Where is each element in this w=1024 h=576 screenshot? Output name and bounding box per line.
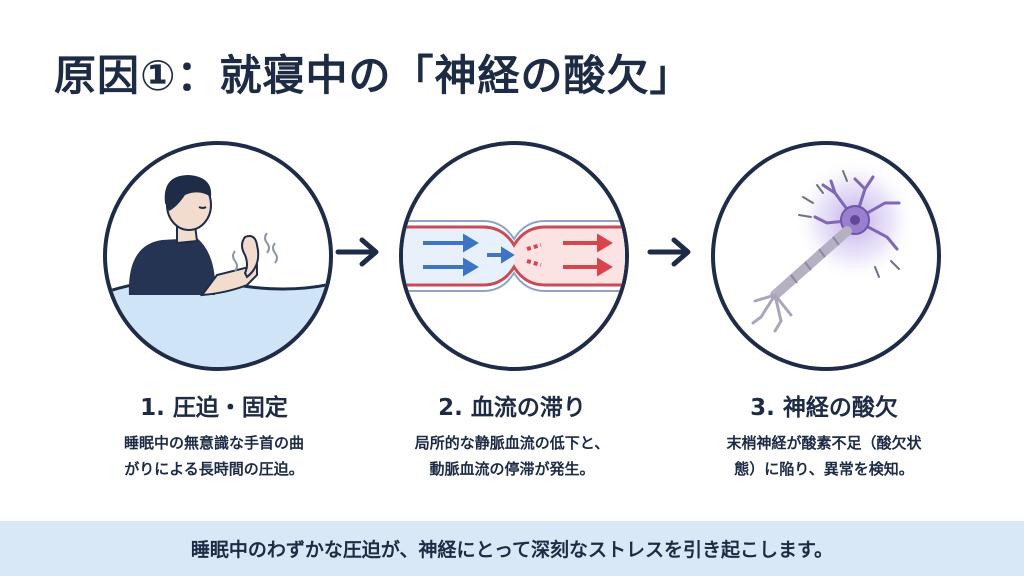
step-2-heading: 2. 血流の滞り [438, 395, 586, 421]
step-3-line-2: 態）に陥り、異常を検知。 [734, 460, 914, 478]
step-3-heading: 3. 神経の酸欠 [750, 395, 898, 421]
footer-text: 睡眠中のわずかな圧迫が、神経にとって深刻なストレスを引き起こします。 [190, 539, 834, 561]
page-title: 原因①：就寝中の「神経の酸欠」 [54, 51, 693, 100]
step-1-description: 睡眠中の無意識な手首の曲 がりによる長時間の圧迫。 [64, 430, 364, 482]
step-2-description: 局所的な静脈血流の低下と、 動脈血流の停滞が発生。 [362, 430, 662, 482]
step-1-line-2: がりによる長時間の圧迫。 [124, 460, 304, 478]
illustration-blood-vessel [399, 141, 629, 371]
step-1-heading: 1. 圧迫・固定 [140, 395, 288, 421]
arrow-right-icon [335, 237, 379, 267]
step-2-line-2: 動脈血流の停滞が発生。 [429, 460, 595, 478]
step-1-line-1: 睡眠中の無意識な手首の曲 [123, 434, 304, 452]
footer-banner: 睡眠中のわずかな圧迫が、神経にとって深刻なストレスを引き起こします。 [0, 521, 1024, 576]
arrow-right-icon [647, 237, 691, 267]
step-3-line-1: 末梢神経が酸素不足（酸欠状 [726, 434, 922, 452]
illustration-sleeping-person [103, 141, 333, 371]
step-2-line-1: 局所的な静脈血流の低下と、 [414, 434, 610, 452]
illustration-neuron [711, 141, 941, 371]
step-3-description: 末梢神経が酸素不足（酸欠状 態）に陥り、異常を検知。 [674, 430, 974, 482]
